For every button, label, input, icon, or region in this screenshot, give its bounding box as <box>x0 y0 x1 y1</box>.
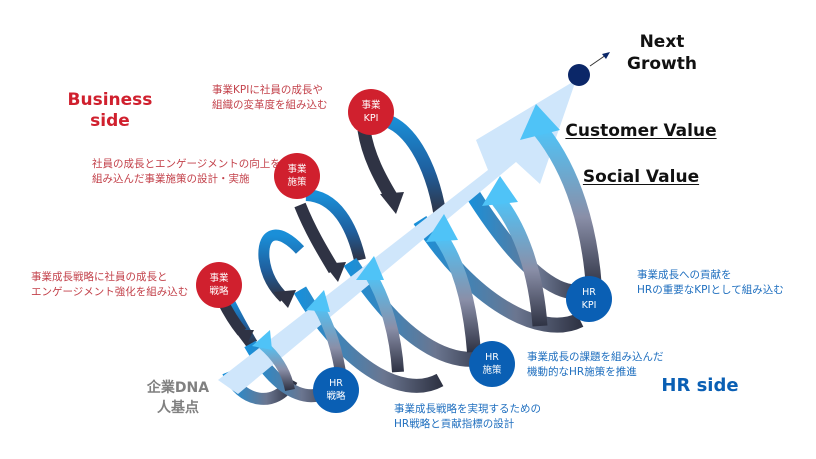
customer-value-label: Customer Value <box>565 121 717 141</box>
hr-strategy-node: HR 戦略 <box>313 367 359 413</box>
business-strategy-description: 事業成長戦略に社員の成長と エンゲージメント強化を組み込む <box>31 271 189 298</box>
hr-initiative-description: 事業成長の課題を組み込んだ 機動的なHR施策を推進 <box>527 351 664 378</box>
arrowhead-up <box>520 104 560 140</box>
business-side-title: Business side <box>67 90 153 131</box>
origin-label: 企業DNA 人基点 <box>146 380 210 416</box>
hr-strategy-description: 事業成長戦略を実現するための HR戦略と貢献指標の設計 <box>394 403 541 430</box>
arrowhead-up <box>356 256 384 280</box>
next-growth-arrowhead <box>602 52 610 59</box>
hr-ascending-arrows <box>258 124 602 392</box>
arrowhead-up <box>252 330 272 350</box>
target-dot-icon <box>568 64 590 86</box>
arrowhead-down <box>274 290 296 308</box>
hr-initiative-node: HR 施策 <box>469 341 515 387</box>
next-growth-arrow-icon <box>589 54 607 67</box>
business-kpi-description: 事業KPIに社員の成長や 組織の変革度を組み込む <box>212 84 328 111</box>
value-labels: Customer Value Social Value <box>536 97 746 212</box>
hr-up-arrow-5 <box>492 195 548 327</box>
business-initiative-description: 社員の成長とエンゲージメントの向上を 組み込んだ事業施策の設計・実施 <box>92 158 281 185</box>
arrowhead-down <box>234 330 254 346</box>
hr-arrowheads <box>252 104 560 350</box>
hr-kpi-description: 事業成長への貢献を HRの重要なKPIとして組み込む <box>637 269 784 296</box>
arrowhead-up <box>306 290 330 312</box>
social-value-label: Social Value <box>582 167 700 187</box>
arrowhead-up <box>426 214 458 242</box>
business-kpi-down-ribbon <box>357 128 398 202</box>
business-initiative-ribbon <box>305 189 366 262</box>
hr-side-title: HR side <box>661 375 739 396</box>
business-initiative-node: 事業 施策 <box>274 153 320 199</box>
business-kpi-ribbon <box>371 111 447 216</box>
hr-kpi-node: HR KPI <box>566 276 612 322</box>
next-growth-label: Next Growth <box>627 32 697 74</box>
hr-up-arrow-4 <box>434 232 481 353</box>
business-kpi-node: 事業 KPI <box>348 89 394 135</box>
growth-arrow-icon <box>218 80 576 394</box>
business-loop-ribbon <box>258 229 305 302</box>
arrowhead-down <box>324 262 346 282</box>
business-initiative-down-ribbon <box>294 202 340 274</box>
hr-up-arrow-6 <box>533 124 602 289</box>
arrowhead-down <box>380 192 404 214</box>
arrowhead-up <box>482 176 518 206</box>
business-strategy-node: 事業 戦略 <box>196 262 242 308</box>
business-arrowheads <box>234 192 404 346</box>
hr-up-arrow-3 <box>364 270 404 373</box>
